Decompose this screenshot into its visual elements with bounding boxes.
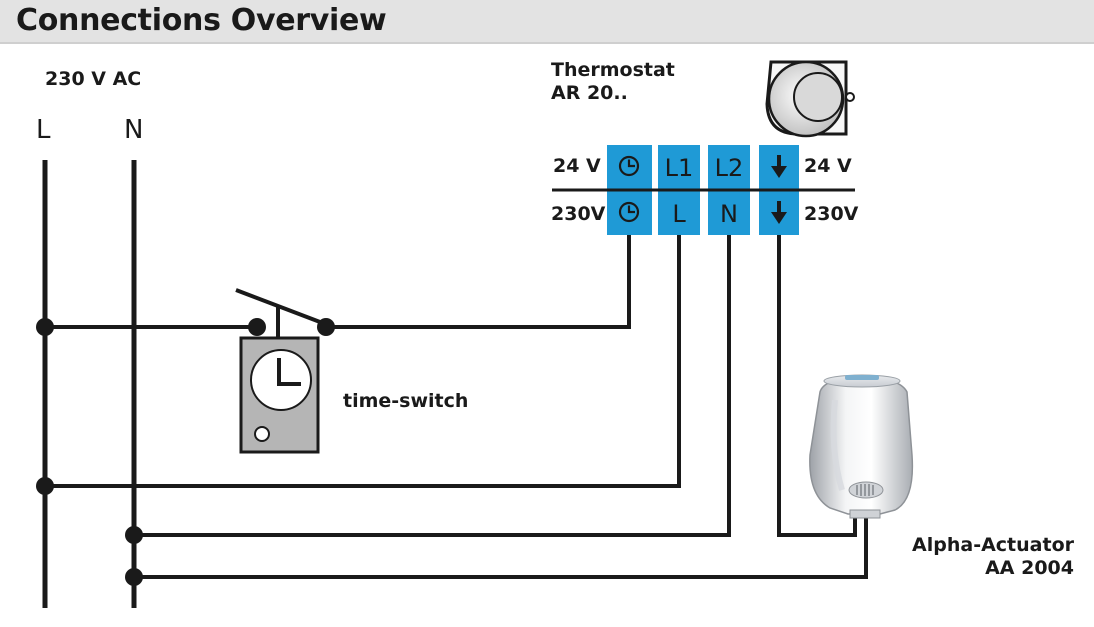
junction-dot (125, 526, 143, 544)
thermostat-name: Thermostat (551, 59, 675, 81)
line-n-label: N (124, 115, 143, 145)
row-230v-right-label: 230V (804, 203, 859, 225)
arrow-down-icon (771, 155, 787, 178)
wire-actuator-neutral (134, 518, 868, 579)
wire-n-to-supply (134, 235, 731, 537)
thermostat-wiring (45, 235, 868, 579)
clock-icon (618, 201, 640, 223)
wire-actuator-signal (777, 235, 857, 537)
terminal-l2-label: L2 (715, 154, 744, 182)
junction-dot (125, 568, 143, 586)
row-24v-left-label: 24 V (553, 155, 601, 177)
thermostat-model: AR 20.. (551, 82, 628, 104)
arrow-down-icon (771, 201, 787, 224)
clock-icon (618, 155, 640, 177)
page-title: Connections Overview (16, 3, 387, 38)
actuator-name: Alpha-Actuator (912, 534, 1075, 556)
supply-voltage-label: 230 V AC (45, 68, 141, 90)
terminal-n-label: N (720, 200, 738, 228)
supply-conductors (42, 160, 137, 608)
switch-indicator-icon (254, 426, 270, 442)
junction-dot (36, 318, 54, 336)
time-switch (235, 288, 321, 454)
line-l-label: L (36, 115, 51, 145)
actuator-device (809, 374, 914, 519)
clock-face-icon (250, 349, 312, 411)
junction-dot (36, 477, 54, 495)
row-230v-left-label: 230V (551, 203, 606, 225)
junction-dots (36, 318, 335, 586)
actuator-model: AA 2004 (985, 557, 1074, 579)
terminal-l1-label: L1 (665, 154, 694, 182)
terminal-l-label: L (672, 200, 686, 228)
thermostat-device (765, 60, 855, 138)
wire-l-to-supply (45, 235, 681, 488)
row-24v-right-label: 24 V (804, 155, 852, 177)
wire-clock-to-switch (326, 235, 631, 329)
time-switch-label: time-switch (343, 390, 468, 412)
junction-dot (317, 318, 335, 336)
junction-dot (248, 318, 266, 336)
title-bar: Connections Overview (0, 0, 1094, 44)
